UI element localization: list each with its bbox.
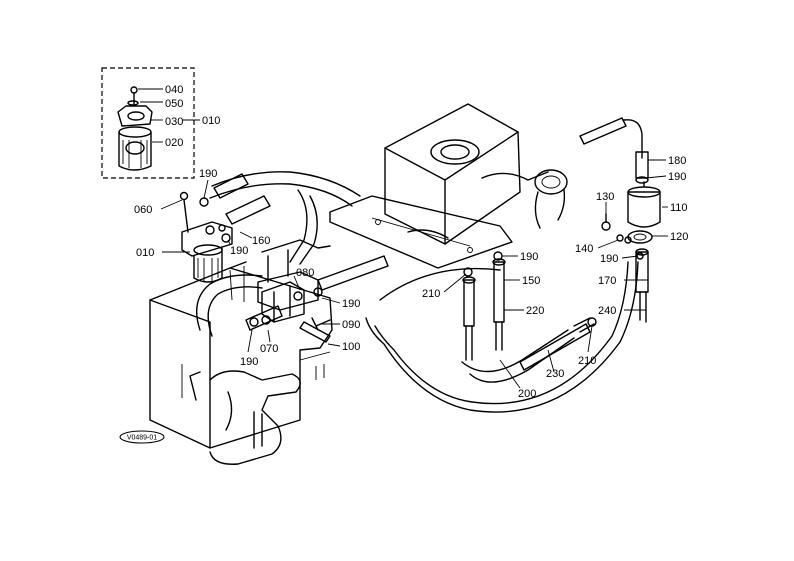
callout-190-filter-right: 190 (600, 253, 618, 265)
callout-190-centre: 190 (520, 251, 538, 263)
callout-010-inset: 010 (202, 115, 220, 127)
diagram-code: V0489-01 (127, 435, 157, 442)
engine-clamps (199, 197, 323, 327)
callout-070: 070 (260, 343, 278, 355)
callout-170: 170 (598, 275, 616, 287)
callout-190-top-right: 190 (668, 171, 686, 183)
callout-020: 020 (165, 137, 183, 149)
callout-010-main: 010 (136, 247, 154, 259)
callout-100: 100 (342, 341, 360, 353)
leader-lines (138, 88, 668, 389)
diagram-code-badge: V0489-01 (119, 430, 165, 444)
main-fuel-filter (179, 191, 233, 283)
callout-090: 090 (342, 319, 360, 331)
fuel-pipes (213, 173, 389, 331)
callout-210-right: 210 (578, 355, 596, 367)
callout-210-left: 210 (422, 288, 440, 300)
fuel-pump (261, 281, 331, 343)
callout-150: 150 (522, 275, 540, 287)
callout-240: 240 (598, 305, 616, 317)
tank-mounting-plate (329, 195, 513, 269)
callout-050: 050 (165, 98, 183, 110)
fuel-tank (384, 103, 568, 245)
engine-block (149, 239, 333, 465)
callout-160: 160 (252, 235, 270, 247)
fuel-hoses (196, 171, 639, 413)
callout-120: 120 (670, 231, 688, 243)
right-fuel-lines (462, 117, 661, 371)
callout-130: 130 (596, 191, 614, 203)
callout-220: 220 (526, 305, 544, 317)
filter-inset (101, 67, 195, 179)
callout-110: 110 (670, 202, 688, 214)
callout-080: 080 (296, 267, 314, 279)
callout-030: 030 (165, 116, 183, 128)
callout-200: 200 (518, 388, 536, 400)
callout-labels: 040 050 030 020 010 190 060 010 190 160 … (134, 84, 688, 400)
callout-040: 040 (165, 84, 183, 96)
callout-190-right: 190 (342, 298, 360, 310)
callout-060: 060 (134, 204, 152, 216)
callout-230: 230 (546, 368, 564, 380)
callout-190-mid: 190 (230, 245, 248, 257)
callout-190-top: 190 (199, 168, 217, 180)
callout-140: 140 (575, 243, 593, 255)
callout-190-low: 190 (240, 356, 258, 368)
callout-180: 180 (668, 155, 686, 167)
